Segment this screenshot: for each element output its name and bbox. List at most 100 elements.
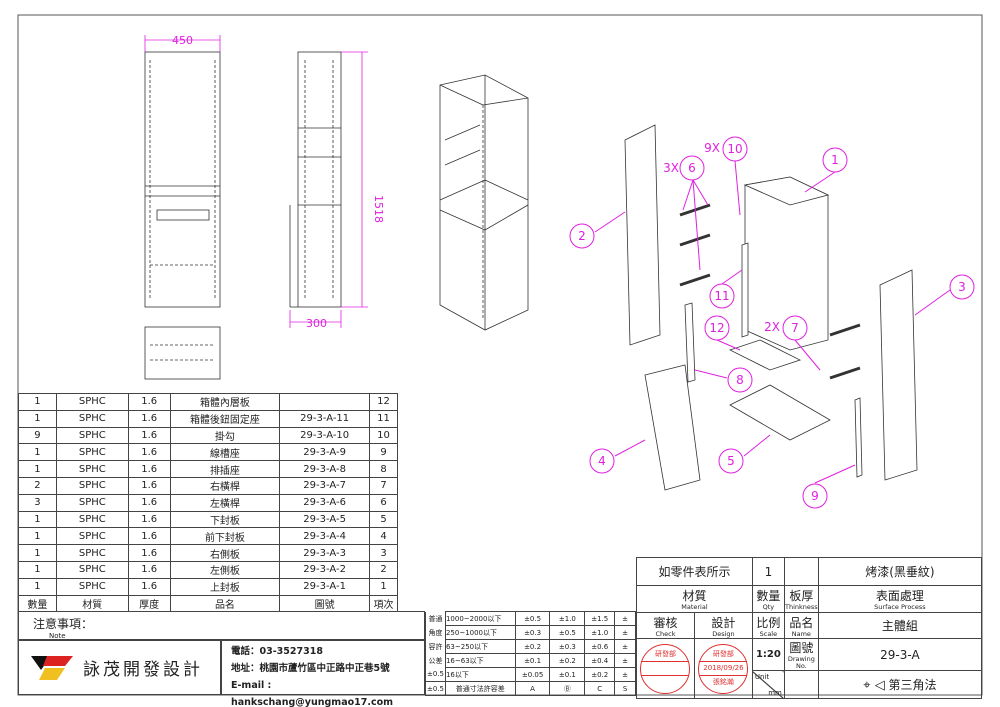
tolerance-cell: 1000~2000以下: [444, 611, 516, 626]
note-sublabel: Note: [49, 632, 66, 640]
bom-drawing-no: 29-3-A-6: [279, 493, 370, 512]
tolerance-cell: ±: [614, 667, 636, 682]
tolerance-grade: Ⓑ: [549, 681, 586, 696]
tolerance-cell: ±0.3: [514, 625, 551, 640]
header-material: 材質: [55, 594, 129, 613]
bom-drawing-no: 29-3-A-3: [279, 544, 370, 562]
bom-item: 4: [369, 527, 398, 546]
tolerance-cell: ±: [614, 639, 636, 654]
tolerance-side-label: 容許: [425, 639, 446, 654]
projection-cell: ⌖ ◁ 第三角法: [817, 670, 983, 699]
note-label: 注意事項：: [33, 617, 94, 631]
bom-thickness: 1.6: [127, 510, 171, 529]
bom-item: 6: [369, 493, 398, 512]
bom-drawing-no: 29-3-A-9: [279, 443, 370, 462]
tolerance-cell: ±0.2: [584, 667, 616, 682]
tolerance-cell: 63~250以下: [444, 639, 516, 654]
company-phone: 電話：03-3527318: [231, 646, 323, 657]
bom-drawing-no: 29-3-A-4: [279, 527, 370, 546]
bom-thickness: 1.6: [127, 409, 171, 428]
company-address: 地址：桃園市蘆竹區中正路中正巷5號: [231, 663, 390, 674]
bom-header-row: 數量 材質 厚度 品名 圖號 項次: [18, 594, 398, 613]
bom-part-name: 右橫桿: [169, 476, 281, 495]
scale-value: 1:20: [751, 638, 785, 671]
dimension-lines: [144, 35, 368, 328]
company-logo: [31, 655, 73, 680]
design-label-en: Design: [712, 629, 735, 638]
bom-material: SPHC: [55, 460, 129, 478]
name-label-zh: 品名: [789, 615, 814, 630]
bom-part-name: 箱體內層板: [169, 393, 281, 411]
check-label-en: Check: [655, 629, 676, 638]
third-angle-projection-icon: ⌖ ◁: [863, 678, 885, 693]
bom-thickness: 1.6: [127, 460, 171, 478]
bom-qty: 2: [18, 476, 57, 495]
tolerance-side-label: 公差: [425, 653, 446, 668]
bom-item: 2: [369, 560, 398, 579]
bom-qty: 9: [18, 426, 57, 445]
callout-4: 4: [598, 454, 606, 468]
bom-material: SPHC: [55, 577, 129, 596]
bom-thickness: 1.6: [127, 577, 171, 596]
bom-material: SPHC: [55, 426, 129, 445]
tolerance-cell: ±0.5: [514, 611, 551, 626]
tolerance-side-label: ±0.5: [425, 667, 446, 682]
name-label-en: Name: [791, 629, 811, 638]
callout-leaders: [594, 160, 951, 484]
callout-1: 1: [831, 153, 839, 167]
bom-thickness: 1.6: [127, 476, 171, 495]
tolerance-cell: ±0.2: [549, 653, 586, 668]
tolerance-grade: 普通寸法許容差: [444, 681, 516, 696]
company-logo-box: 詠茂開發設計: [18, 640, 221, 695]
company-email[interactable]: E-mail : hankschang@yungmao17.com: [231, 680, 394, 707]
check-stamp-dept: 研發部: [654, 650, 676, 658]
empty-cell: [783, 670, 819, 699]
bom-item: 7: [369, 476, 398, 495]
bom-thickness: 1.6: [127, 393, 171, 411]
bom-qty: 1: [18, 393, 57, 411]
bom-thickness: 1.6: [127, 544, 171, 562]
tolerance-grade: C: [584, 681, 616, 696]
bom-qty: 1: [18, 510, 57, 529]
bom-qty: 3: [18, 493, 57, 512]
exploded-parts: [624, 124, 918, 491]
check-stamp: 研發部: [640, 643, 691, 694]
multiplier-9x: 9X: [704, 141, 720, 155]
header-part-name: 品名: [169, 594, 281, 613]
tolerance-grade: A: [514, 681, 551, 696]
bom-item: 11: [369, 409, 398, 428]
bom-drawing-no: 29-3-A-5: [279, 510, 370, 529]
tolerance-cell: 16~63以下: [444, 653, 516, 668]
bom-drawing-no: 29-3-A-7: [279, 476, 370, 495]
bom-thickness: 1.6: [127, 493, 171, 512]
bom-thickness: 1.6: [127, 527, 171, 546]
bom-material: SPHC: [55, 544, 129, 562]
thickness-label-zh: 板厚: [789, 589, 814, 603]
bom-part-name: 下封板: [169, 510, 281, 529]
bom-drawing-no: 29-3-A-2: [279, 560, 370, 579]
tolerance-cell: ±0.2: [514, 639, 551, 654]
header-thickness: 厚度: [127, 594, 171, 613]
part-name-value: 主體組: [817, 612, 983, 639]
design-stamp-date: 2018/09/26: [699, 661, 748, 676]
tolerance-cell: ±: [614, 653, 636, 668]
tolerance-cell: ±: [614, 625, 636, 640]
multiplier-2x: 2X: [764, 320, 780, 334]
header-item: 項次: [369, 594, 398, 613]
bom-item: 3: [369, 544, 398, 562]
front-view: [144, 51, 221, 380]
tolerance-cell: ±1.0: [549, 611, 586, 626]
